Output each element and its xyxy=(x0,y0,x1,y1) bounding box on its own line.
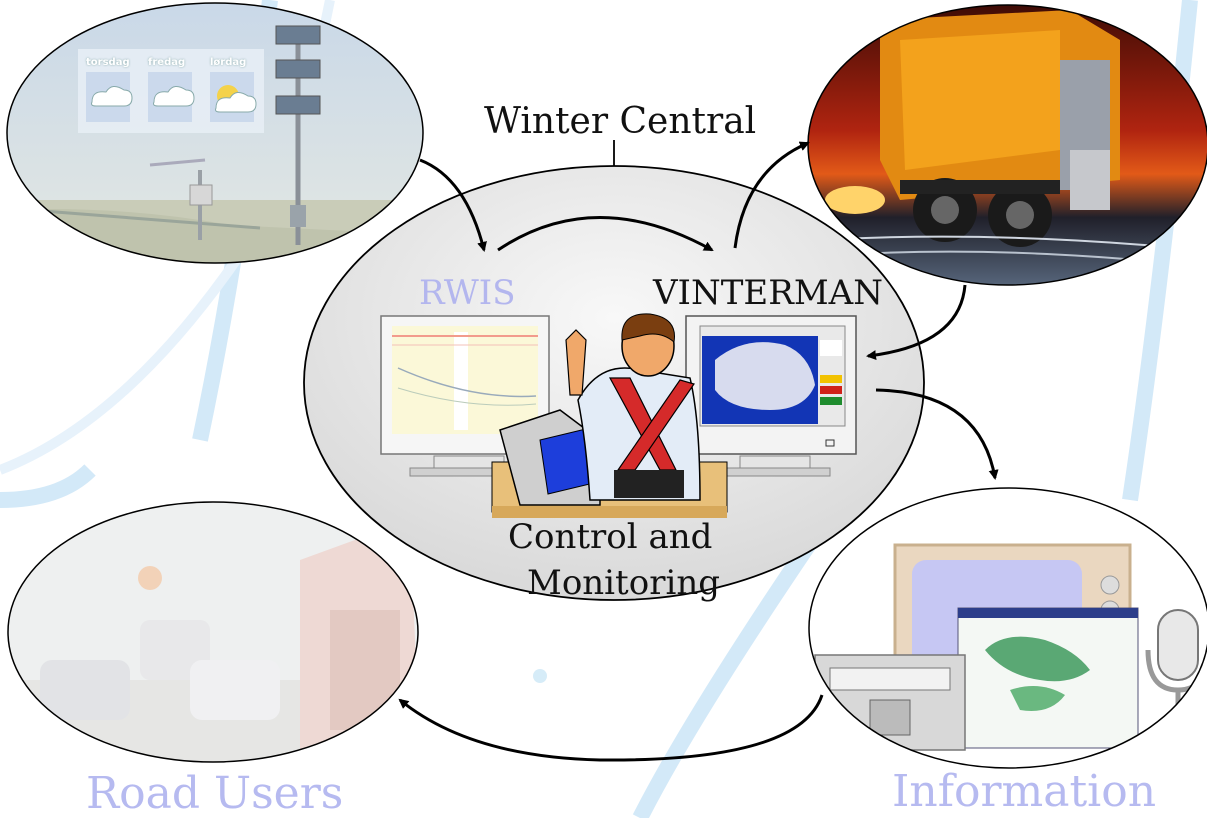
forecast-day-3: lørdag xyxy=(210,57,247,68)
microphone-icon xyxy=(1145,609,1207,715)
operator-clipart xyxy=(491,313,728,518)
road-users-label: Road Users xyxy=(86,768,344,819)
arrow-rwis-to-vinterman xyxy=(497,216,714,252)
arrow-information-to-road-users xyxy=(398,694,824,762)
rwis-monitor-icon xyxy=(380,315,550,477)
arrow-vinterman-to-information xyxy=(875,388,999,480)
diagram-title: Winter Central xyxy=(484,101,757,142)
center-caption-line2: Monitoring xyxy=(527,563,720,603)
arrow-vinterman-to-truck xyxy=(733,141,810,249)
traffic-photo xyxy=(7,501,419,763)
arrow-truck-to-vinterman xyxy=(866,284,967,361)
forecast-day-1: torsdag xyxy=(86,57,130,68)
node-weather-station-ellipse xyxy=(6,2,424,264)
weather-station-photo xyxy=(6,2,424,264)
media-devices-clipart xyxy=(808,487,1207,769)
rwis-label: RWIS xyxy=(419,273,516,313)
node-road-users-ellipse xyxy=(7,501,419,763)
forecast-day-2: fredag xyxy=(148,57,186,68)
node-information-ellipse xyxy=(808,487,1207,769)
vinterman-monitor-icon xyxy=(685,315,857,477)
flow-arrows xyxy=(398,141,999,762)
vinterman-label: VINTERMAN xyxy=(653,273,883,313)
information-label: Information xyxy=(892,766,1157,817)
center-caption-line1: Control and xyxy=(508,517,713,557)
gritting-truck-photo xyxy=(807,4,1207,286)
decor-dot xyxy=(533,669,547,683)
arrow-weather-to-rwis xyxy=(419,158,487,252)
